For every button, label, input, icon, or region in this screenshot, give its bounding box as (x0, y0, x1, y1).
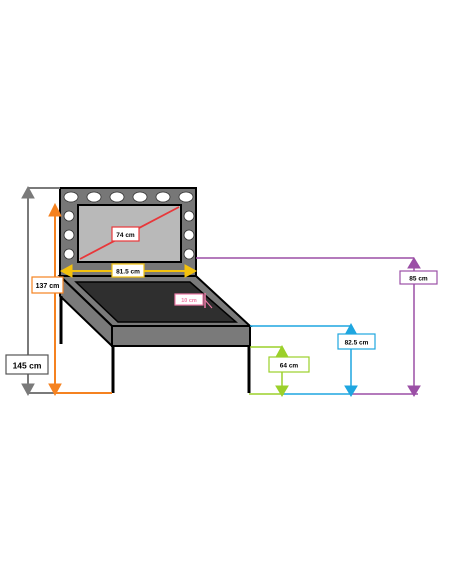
bulb (183, 210, 195, 222)
mirror-top-height-label: 137 cm (36, 283, 60, 290)
front-apron (111, 325, 251, 347)
table-height-label: 82.5 cm (345, 340, 369, 347)
arrow-right-icon (184, 264, 198, 278)
arrow-up-icon (48, 202, 62, 217)
leg-height-label: 64 cm (280, 363, 299, 370)
bulb (86, 191, 102, 203)
arrow-up-icon (407, 257, 421, 269)
mirror-top-height-dimension (48, 202, 112, 397)
storage-tray (74, 281, 239, 323)
arrow-down-icon (344, 385, 358, 397)
mirror-top-height-label-box (31, 276, 64, 294)
mirror-lid (59, 187, 197, 277)
arrow-down-icon (275, 385, 289, 397)
bulb (183, 248, 195, 260)
hinge-height-label: 85 cm (409, 276, 428, 283)
leg-height-label-box (268, 356, 310, 373)
total-height-label: 145 cm (13, 361, 42, 371)
mirror-diagonal-label: 74 cm (116, 232, 135, 239)
bulb (63, 229, 75, 241)
bulb (63, 191, 79, 203)
bulb (132, 191, 148, 203)
total-height-label-box (5, 354, 49, 375)
vanity-table (57, 273, 253, 393)
hinge-height-label-box (399, 270, 438, 285)
arrow-down-icon (407, 385, 421, 397)
tray-depth-label-box (174, 293, 204, 306)
bulb (183, 229, 195, 241)
mirror-diagonal-label-box (111, 226, 140, 242)
bulb (63, 210, 75, 222)
arrow-up-icon (21, 185, 35, 199)
tray-depth-label: 10 cm (181, 298, 197, 304)
table-height-label-box (337, 333, 376, 350)
hinge-height-dimension (196, 257, 421, 397)
bulb (155, 191, 171, 203)
mirror-width-label: 81.5 cm (116, 269, 140, 276)
tray-depth-dimension (204, 293, 213, 309)
light-bulbs (63, 191, 195, 260)
arrow-down-icon (48, 383, 62, 397)
bulb (63, 248, 75, 260)
bulb (109, 191, 125, 203)
bulb (178, 191, 194, 203)
arrow-down-icon (21, 383, 35, 397)
arrow-left-icon (59, 264, 73, 278)
mirror-width-label-box (111, 263, 145, 278)
